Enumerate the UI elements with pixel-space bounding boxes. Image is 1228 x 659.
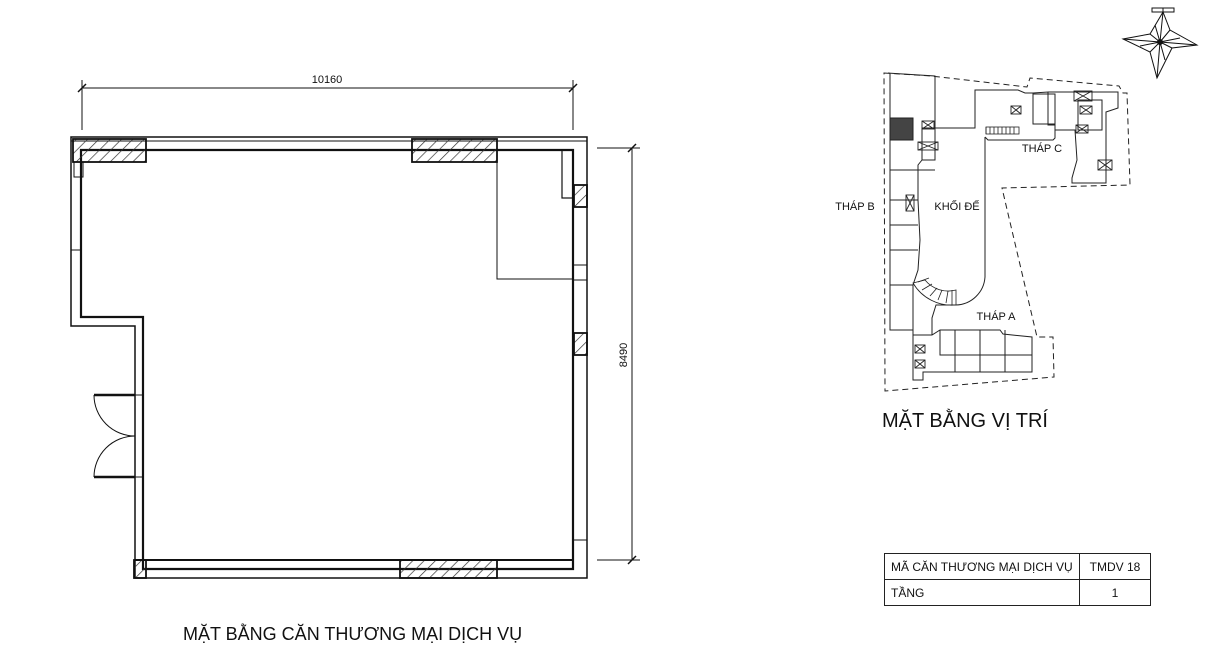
- column: [72, 138, 147, 163]
- site-plan: [883, 72, 1131, 392]
- floor-value: 1: [1079, 579, 1151, 606]
- site-plan-title: MẶT BẰNG VỊ TRÍ: [882, 410, 1048, 432]
- column: [573, 332, 588, 356]
- label-tower-c: THÁP C: [1022, 142, 1062, 155]
- dimension-width-label: 10160: [312, 74, 343, 86]
- column: [133, 559, 147, 579]
- unit-code-value: TMDV 18: [1079, 553, 1151, 580]
- column: [573, 184, 588, 208]
- unit-info-table: MÃ CĂN THƯƠNG MẠI DỊCH VỤ TMDV 18 TẦNG 1: [884, 553, 1151, 606]
- dimension-depth: [597, 143, 640, 565]
- floor-label: TẦNG: [884, 579, 1080, 606]
- floor-plan-title: MẶT BẰNG CĂN THƯƠNG MẠI DỊCH VỤ: [183, 624, 523, 644]
- structural-columns: [72, 138, 588, 579]
- label-tower-a: THÁP A: [977, 310, 1017, 323]
- column: [411, 138, 498, 163]
- table-row: TẦNG 1: [884, 579, 1151, 606]
- label-tower-b: THÁP B: [835, 200, 875, 213]
- elevator-cores: [905, 90, 1113, 369]
- floor-plan: [70, 80, 640, 579]
- partition-line: [496, 150, 573, 280]
- building-outline: [887, 72, 1119, 381]
- table-row: MÃ CĂN THƯƠNG MẠI DỊCH VỤ TMDV 18: [884, 553, 1151, 580]
- site-boundary: [883, 72, 1131, 392]
- entrance-door: [93, 393, 136, 479]
- column: [399, 559, 498, 579]
- north-arrow-icon: [1121, 7, 1199, 80]
- unit-code-label: MÃ CĂN THƯƠNG MẠI DỊCH VỤ: [884, 553, 1080, 580]
- label-podium: KHỐI ĐẾ: [934, 199, 979, 213]
- niche: [561, 149, 574, 199]
- walls: [70, 136, 588, 579]
- hatched-unit-marker: [889, 117, 914, 141]
- dimension-width: [77, 80, 578, 130]
- dimension-depth-label: 8490: [618, 343, 630, 367]
- stairs: [912, 126, 1020, 306]
